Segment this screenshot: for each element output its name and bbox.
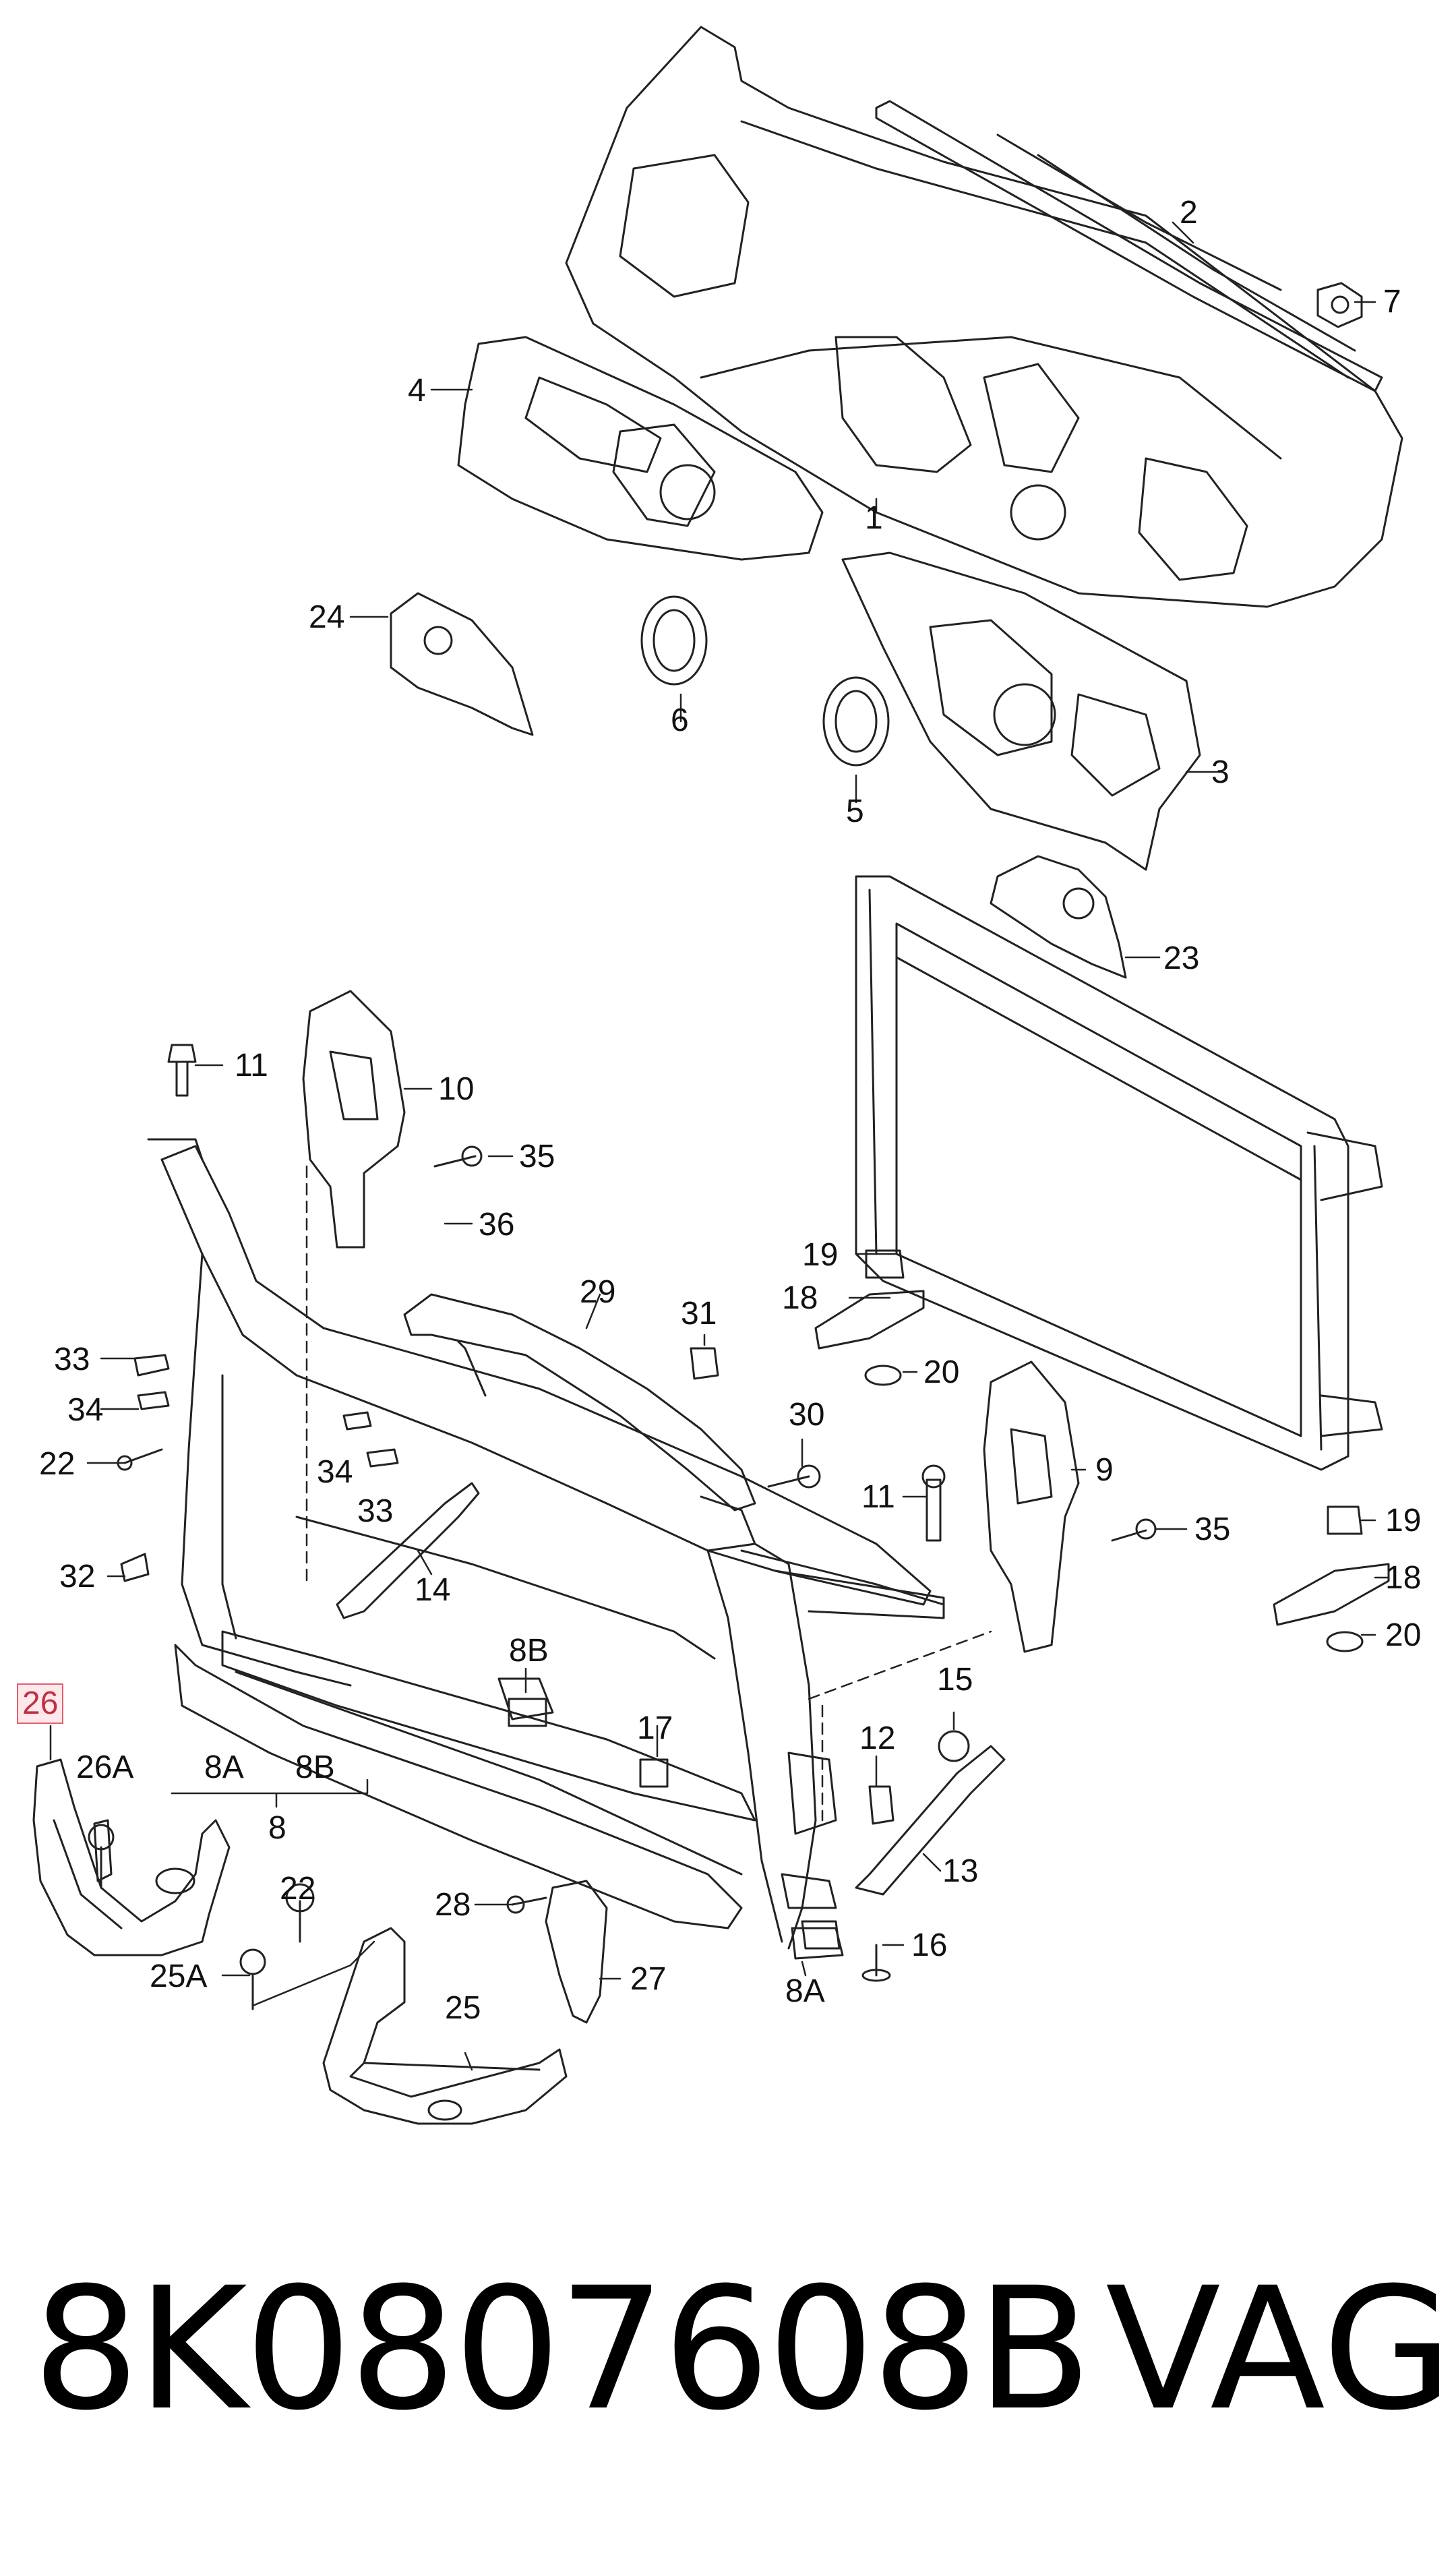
callout-14: 14: [415, 1572, 451, 1608]
brackets-14-29: [336, 1293, 756, 1619]
callout-8A: 8A: [785, 1973, 825, 2009]
callout-8A: 8A: [204, 1749, 244, 1785]
callout-3: 3: [1211, 754, 1230, 790]
part-25-bracket: [322, 1927, 568, 2125]
bracket-23: [990, 855, 1127, 979]
leader-lines: [49, 221, 1390, 2071]
callout-25: 25: [445, 1990, 481, 2026]
air-guide-shields: [302, 990, 1080, 1653]
brand-name: VAG: [1105, 2251, 1453, 2447]
callout-23: 23: [1163, 940, 1200, 976]
callout-30: 30: [789, 1397, 825, 1433]
callout-10: 10: [438, 1071, 475, 1107]
callout-34: 34: [317, 1454, 353, 1490]
cowl-rail: [875, 100, 1383, 392]
callout-18: 18: [1385, 1560, 1422, 1596]
callout-18: 18: [782, 1280, 818, 1316]
callout-24: 24: [309, 599, 345, 635]
callout-2: 2: [1180, 195, 1198, 231]
callout-25A: 25A: [150, 1958, 208, 1994]
callout-9: 9: [1095, 1452, 1114, 1488]
tube-13: [855, 1730, 1006, 1896]
insulation-right: [841, 551, 1201, 871]
callout-34: 34: [67, 1392, 104, 1428]
callout-7: 7: [1383, 284, 1401, 320]
callout-35: 35: [1194, 1512, 1231, 1547]
callout-13: 13: [942, 1853, 979, 1889]
fasteners: [88, 1044, 1157, 2010]
callout-27: 27: [630, 1961, 667, 1997]
callout-15: 15: [937, 1662, 973, 1698]
callout-1: 1: [865, 500, 883, 536]
insulation-left: [457, 336, 824, 561]
callout-26-highlighted: 26: [17, 1683, 64, 1724]
callout-35: 35: [519, 1139, 555, 1174]
callout-4: 4: [408, 373, 426, 409]
callout-16: 16: [911, 1927, 948, 1963]
callout-33: 33: [54, 1342, 90, 1377]
callout-8: 8: [268, 1810, 286, 1846]
part-26-bracket: [32, 1758, 231, 1956]
callout-20: 20: [923, 1354, 960, 1390]
callout-17: 17: [637, 1710, 673, 1746]
bracket-24: [390, 592, 534, 736]
callout-8B: 8B: [509, 1633, 549, 1669]
radiator: [855, 875, 1383, 1471]
callout-29: 29: [580, 1274, 616, 1310]
callout-31: 31: [681, 1296, 717, 1331]
callout-5: 5: [846, 794, 864, 829]
bumper-bar: [221, 1630, 844, 1960]
callout-19: 19: [1385, 1503, 1422, 1538]
part-27-bracket: [545, 1880, 608, 2024]
bulkhead-panel: [565, 26, 1403, 608]
callout-36: 36: [479, 1207, 515, 1243]
radiator-mounts: [814, 1249, 1390, 1652]
callout-11: 11: [861, 1479, 895, 1515]
lock-carrier: [147, 1138, 945, 1950]
callout-32: 32: [59, 1559, 96, 1594]
callout-20: 20: [1385, 1617, 1422, 1653]
callout-22: 22: [280, 1871, 316, 1907]
callout-26A: 26A: [76, 1749, 134, 1785]
callout-11: 11: [235, 1048, 268, 1083]
grommet-seals: [640, 595, 890, 767]
callout-33: 33: [357, 1493, 394, 1529]
callout-28: 28: [435, 1887, 471, 1923]
callout-6: 6: [671, 702, 689, 738]
part-number: 8K0807608B: [32, 2251, 1092, 2447]
hex-nut: [1316, 282, 1363, 328]
callout-12: 12: [859, 1720, 896, 1756]
callout-22: 22: [39, 1446, 75, 1482]
callout-19: 19: [802, 1237, 839, 1273]
callout-8B: 8B: [295, 1749, 335, 1785]
